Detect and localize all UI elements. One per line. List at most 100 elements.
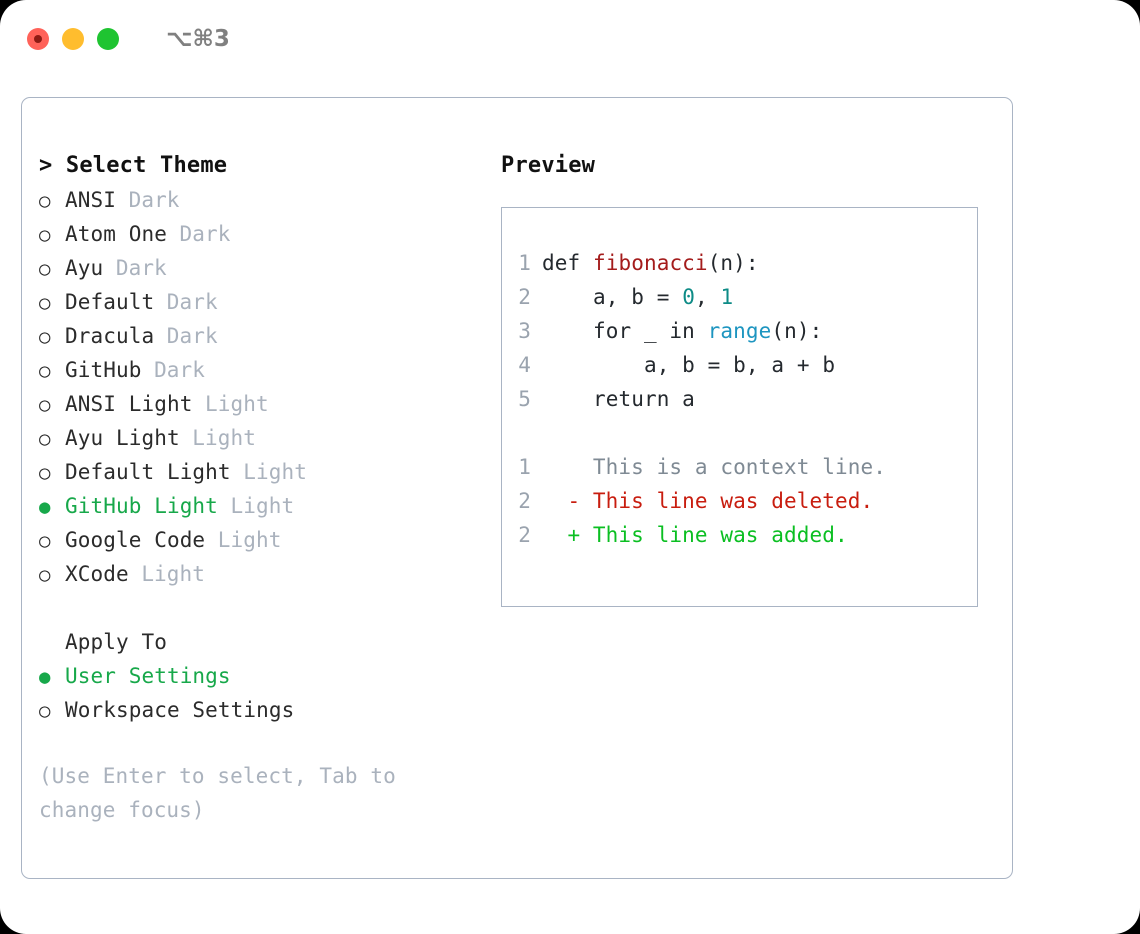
code-token-plain: (n): <box>771 319 823 343</box>
theme-option-variant: Light <box>217 528 282 552</box>
theme-option-ayu[interactable]: ○ Ayu Dark <box>39 251 489 285</box>
theme-option-variant: Light <box>230 494 295 518</box>
theme-option-google-code[interactable]: ○ Google Code Light <box>39 523 489 557</box>
theme-option-variant: Dark <box>115 256 167 280</box>
code-line-number: 1 <box>518 251 531 275</box>
theme-option-label: GitHub Light <box>65 494 218 518</box>
theme-option-label: Dracula <box>65 324 155 348</box>
diff-line-ctx: 1 This is a context line. <box>502 450 977 484</box>
theme-option-variant: Dark <box>179 222 231 246</box>
theme-option-variant: Light <box>205 392 269 416</box>
code-line-number: 2 <box>518 285 531 309</box>
code-line: 4 a, b = b, a + b <box>502 348 977 382</box>
diff-line-number: 1 <box>518 455 531 479</box>
code-token-kw: def <box>542 251 593 275</box>
code-token-plain: return a <box>542 387 695 411</box>
diff-line-body: + This line was added. <box>542 518 848 552</box>
diff-marker-icon: + <box>567 523 581 547</box>
theme-option-label: Default <box>65 290 155 314</box>
keyboard-hint-text: (Use Enter to select, Tab to change focu… <box>39 764 396 822</box>
apply-to-option-user-settings[interactable]: ● User Settings <box>39 659 489 693</box>
maximize-button[interactable] <box>97 28 119 50</box>
apply-to-heading: Apply To <box>65 630 167 654</box>
theme-option-ayu-light[interactable]: ○ Ayu Light Light <box>39 421 489 455</box>
theme-option-ansi[interactable]: ○ ANSI Dark <box>39 183 489 217</box>
diff-line-number: 2 <box>518 489 531 513</box>
code-line-text: def fibonacci(n): <box>542 246 759 280</box>
code-line-number: 3 <box>518 319 531 343</box>
theme-option-github[interactable]: ○ GitHub Dark <box>39 353 489 387</box>
radio-unselected-icon: ○ <box>39 428 51 450</box>
apply-to-option-workspace-settings[interactable]: ○Workspace Settings <box>39 693 489 727</box>
code-line-number: 5 <box>518 387 531 411</box>
theme-option-variant: Light <box>141 562 206 586</box>
code-token-num: 0 <box>682 285 695 309</box>
diff-line-number: 2 <box>518 523 531 547</box>
theme-option-label: Ayu Light <box>65 426 180 450</box>
code-line: 2 a, b = 0, 1 <box>502 280 977 314</box>
code-line: 1 def fibonacci(n): <box>502 246 977 280</box>
code-token-plain: a, b = b, a + b <box>542 353 836 377</box>
theme-option-default[interactable]: ○ Default Dark <box>39 285 489 319</box>
code-line-number: 4 <box>518 353 531 377</box>
traffic-light-buttons <box>27 28 119 50</box>
code-line-text: return a <box>542 382 695 416</box>
radio-selected-icon: ● <box>39 666 51 688</box>
code-token-num: 1 <box>720 285 734 309</box>
radio-selected-icon: ● <box>39 496 51 518</box>
theme-option-label: Google Code <box>65 528 206 552</box>
preview-heading: Preview <box>501 153 596 178</box>
diff-line-text: This is a context line. <box>592 455 886 479</box>
radio-unselected-icon: ○ <box>39 360 51 382</box>
theme-option-github-light[interactable]: ● GitHub Light Light <box>39 489 489 523</box>
code-token-plain: for _ in <box>542 319 708 343</box>
theme-option-label: Default Light <box>65 460 231 484</box>
code-line-text: a, b = 0, 1 <box>542 280 733 314</box>
diff-line-del: 2 - This line was deleted. <box>502 484 977 518</box>
keyboard-shortcut-label: ⌥⌘3 <box>166 26 230 52</box>
radio-unselected-icon: ○ <box>39 258 51 280</box>
theme-option-variant: Light <box>243 460 307 484</box>
code-diff-separator <box>502 416 977 450</box>
radio-unselected-icon: ○ <box>39 292 51 314</box>
code-token-fn: fibonacci <box>592 251 708 275</box>
theme-option-variant: Dark <box>128 188 180 212</box>
radio-unselected-icon: ○ <box>39 530 51 552</box>
theme-option-variant: Dark <box>166 290 218 314</box>
theme-option-label: ANSI <box>65 188 116 212</box>
code-token-plain: , <box>694 285 721 309</box>
minimize-button[interactable] <box>62 28 84 50</box>
radio-unselected-icon: ○ <box>39 700 51 722</box>
title-bar: ⌥⌘3 <box>0 0 1140 78</box>
close-button[interactable] <box>27 28 49 50</box>
code-line-text: for _ in range(n): <box>542 314 822 348</box>
theme-option-label: Ayu <box>65 256 104 280</box>
code-token-plain: (n): <box>707 251 759 275</box>
code-line-text: a, b = b, a + b <box>542 348 835 382</box>
radio-unselected-icon: ○ <box>39 190 51 212</box>
code-line: 3 for _ in range(n): <box>502 314 977 348</box>
diff-sample: 1 This is a context line.2 - This line w… <box>502 450 977 552</box>
radio-unselected-icon: ○ <box>39 564 51 586</box>
select-theme-heading: > Select Theme <box>39 153 228 178</box>
diff-marker-icon <box>568 450 581 484</box>
apply-to-option-label: User Settings <box>65 664 231 688</box>
theme-option-label: GitHub <box>65 358 142 382</box>
theme-option-label: ANSI Light <box>65 392 193 416</box>
theme-option-variant: Light <box>192 426 257 450</box>
radio-unselected-icon: ○ <box>39 224 51 246</box>
theme-option-variant: Dark <box>154 358 206 382</box>
apply-to-option-list[interactable]: ● User Settings ○Workspace Settings <box>39 659 489 727</box>
